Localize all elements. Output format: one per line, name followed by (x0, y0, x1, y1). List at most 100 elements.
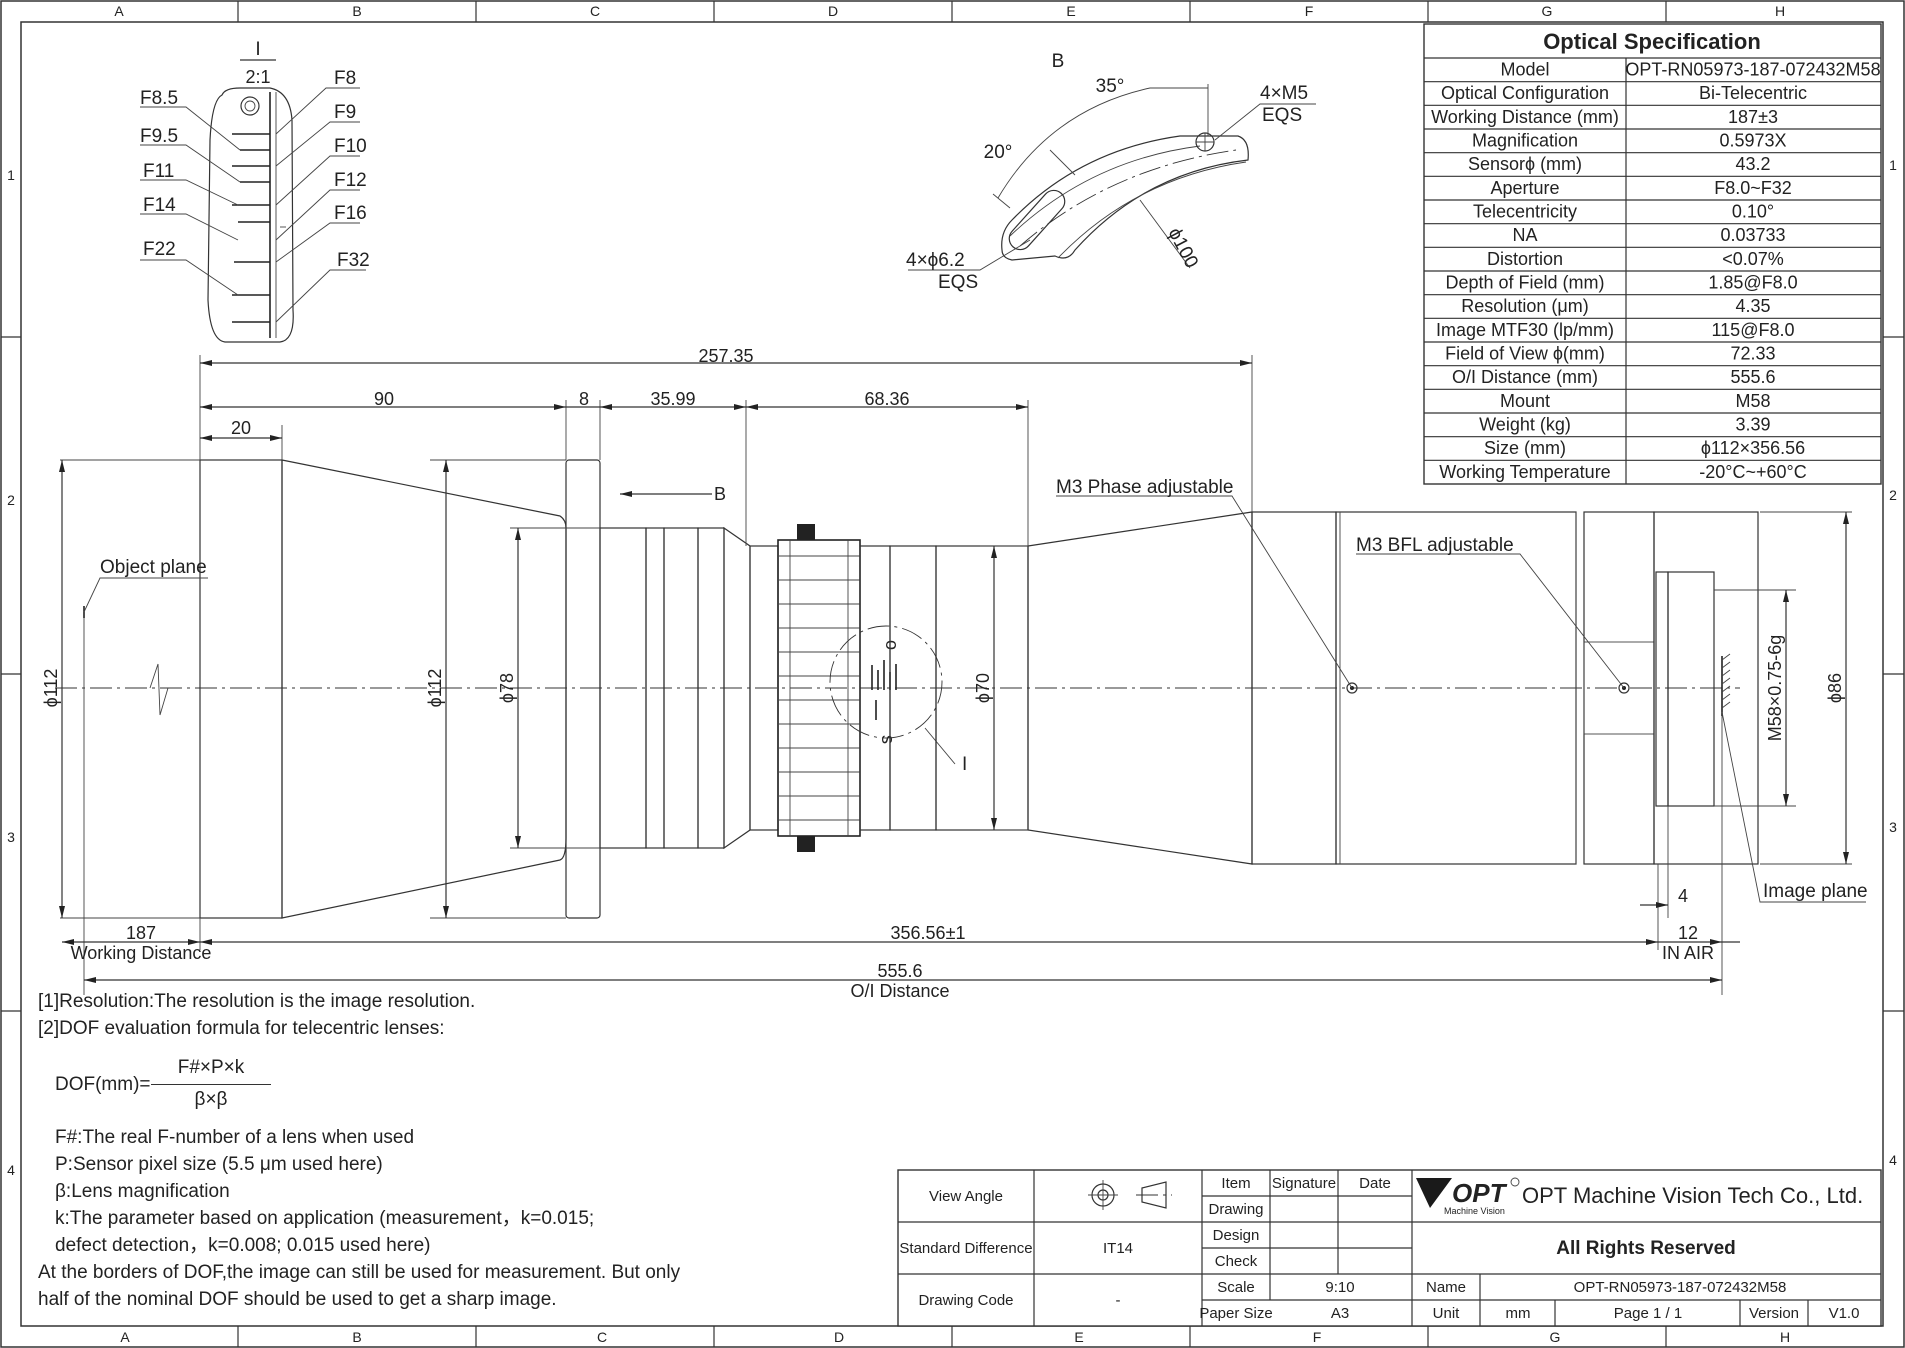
detail-label-f22: F22 (143, 239, 176, 260)
dim-8: 8 (579, 389, 589, 409)
tb-page: Page 1 / 1 (1614, 1305, 1682, 1322)
view-b-slot-label: 4×ϕ6.2 (906, 250, 965, 271)
view-b-flange: B 35° 20° 4×M5 EQS 4×ϕ6.2 EQS ϕ100 (906, 51, 1316, 293)
spec-value: Bi-Telecentric (1699, 83, 1807, 103)
grid-col-h: H (1775, 3, 1785, 19)
grid-col-f-bottom: F (1313, 1329, 1322, 1345)
spec-key: Mount (1500, 391, 1550, 411)
grid-col-h-bottom: H (1780, 1329, 1790, 1345)
dim-356-56: 356.56±1 (891, 923, 966, 943)
spec-key: Image MTF30 (lp/mm) (1436, 320, 1614, 340)
tb-version-value: V1.0 (1829, 1305, 1860, 1322)
dim-4: 4 (1678, 886, 1688, 906)
spec-key: Depth of Field (mm) (1445, 273, 1604, 293)
dim-257-35: 257.35 (698, 346, 753, 366)
tb-scale-value: 9:10 (1325, 1279, 1354, 1296)
view-b-slot-note: EQS (938, 272, 978, 293)
grid-col-e: E (1066, 3, 1075, 19)
tb-version: Version (1749, 1305, 1799, 1322)
spec-key: Size (mm) (1484, 438, 1566, 458)
grid-row-4-right: 4 (1889, 1152, 1897, 1168)
tb-standard-difference-value: IT14 (1103, 1240, 1133, 1257)
ring-mark-o: o (882, 640, 902, 650)
grid-row-1-right: 1 (1889, 157, 1897, 173)
grid-row-1: 1 (7, 167, 15, 183)
spec-key: O/I Distance (mm) (1452, 367, 1598, 387)
tb-drawing-code: Drawing Code (918, 1292, 1013, 1309)
tb-check: Check (1215, 1253, 1258, 1270)
grid-col-c: C (590, 3, 600, 19)
spec-key: Weight (kg) (1479, 415, 1571, 435)
formula-fraction-bar (151, 1084, 271, 1085)
tb-drawing: Drawing (1208, 1201, 1263, 1218)
tb-company: OPT Machine Vision Tech Co., Ltd. (1522, 1183, 1863, 1208)
grid-row-4: 4 (7, 1162, 15, 1178)
tb-item: Item (1221, 1175, 1250, 1192)
tb-unit: Unit (1433, 1305, 1461, 1322)
spec-value: 72.33 (1730, 344, 1775, 364)
spec-key: Distortion (1487, 249, 1563, 269)
detail-label-f16: F16 (334, 203, 367, 224)
spec-value: 115@F8.0 (1712, 320, 1795, 340)
view-b-hole-note: EQS (1262, 105, 1302, 126)
tb-paper-size: Paper Size (1199, 1305, 1272, 1322)
detail-i-scale: 2:1 (245, 67, 270, 87)
callout-bfl-adjustable: M3 BFL adjustable (1356, 535, 1514, 556)
spec-value: 0.10° (1732, 202, 1774, 222)
tb-logo-sub: Machine Vision (1444, 1206, 1505, 1216)
note-magnification: β:Lens magnification (55, 1181, 230, 1202)
title-block: View Angle Standard Difference IT14 Draw… (897, 1169, 1882, 1327)
spec-key: Telecentricity (1473, 202, 1577, 222)
dim-20: 20 (231, 418, 251, 438)
dim-phi70: ϕ70 (973, 673, 993, 703)
tb-scale: Scale (1217, 1279, 1255, 1296)
tb-name: Name (1426, 1279, 1466, 1296)
spec-value: 3.39 (1735, 415, 1770, 435)
detail-label-f9-5: F9.5 (140, 126, 178, 147)
label-working-distance: Working Distance (71, 943, 212, 963)
detail-i-aperture-scale: I 2:1 F8.5 F (140, 39, 370, 343)
tb-design: Design (1213, 1227, 1260, 1244)
label-in-air: IN AIR (1662, 943, 1714, 963)
notes-definitions: F#:The real F-number of a lens when used… (55, 1124, 755, 1259)
grid-col-b-bottom: B (352, 1329, 361, 1345)
spec-value: OPT-RN05973-187-072432M58 (1625, 60, 1880, 80)
formula-numerator: F#×P×k (177, 1057, 245, 1078)
tb-signature: Signature (1272, 1175, 1336, 1192)
projection-symbol-icon (1088, 1180, 1172, 1210)
opt-logo-icon: OPT Machine Vision (1416, 1177, 1520, 1216)
note-k-param: k:The parameter based on application (me… (55, 1208, 595, 1229)
view-b-arrow-label: B (714, 484, 726, 504)
view-b-dia: ϕ100 (1164, 224, 1202, 271)
detail-label-f8: F8 (334, 68, 356, 89)
dof-formula: DOF(mm)= F#×P×k β×β (55, 1057, 315, 1117)
spec-key: Model (1500, 60, 1549, 80)
detail-label-f9: F9 (334, 102, 356, 123)
label-oi-distance: O/I Distance (850, 981, 949, 1001)
spec-key: Working Temperature (1439, 462, 1610, 482)
spec-key: Working Distance (mm) (1431, 107, 1619, 127)
spec-key: NA (1512, 225, 1537, 245)
tb-drawing-code-value: - (1116, 1292, 1121, 1309)
tb-name-value: OPT-RN05973-187-072432M58 (1574, 1279, 1787, 1296)
grid-row-2: 2 (7, 492, 15, 508)
dim-68-36: 68.36 (864, 389, 909, 409)
spec-key: Optical Configuration (1441, 83, 1609, 103)
dimensions: 257.35 90 8 35.99 68.36 20 187 Working D… (41, 346, 1852, 1001)
detail-i-callout: I (962, 754, 967, 775)
dim-phi112-front: ϕ112 (41, 669, 61, 708)
tb-unit-value: mm (1506, 1305, 1531, 1322)
grid-row-3-right: 3 (1889, 819, 1897, 835)
dim-phi112-flange: ϕ112 (425, 669, 445, 708)
dim-12: 12 (1678, 923, 1698, 943)
spec-key: Magnification (1472, 131, 1578, 151)
spec-value: ϕ112×356.56 (1701, 438, 1805, 458)
grid-col-d-bottom: D (834, 1329, 844, 1345)
spec-value: 43.2 (1735, 154, 1770, 174)
tb-paper-size-value: A3 (1331, 1305, 1349, 1322)
view-b-angle-35: 35° (1096, 76, 1125, 97)
dim-phi86: ϕ86 (1825, 673, 1845, 703)
tb-logo-text: OPT (1452, 1178, 1508, 1208)
grid-col-g: G (1542, 3, 1553, 19)
